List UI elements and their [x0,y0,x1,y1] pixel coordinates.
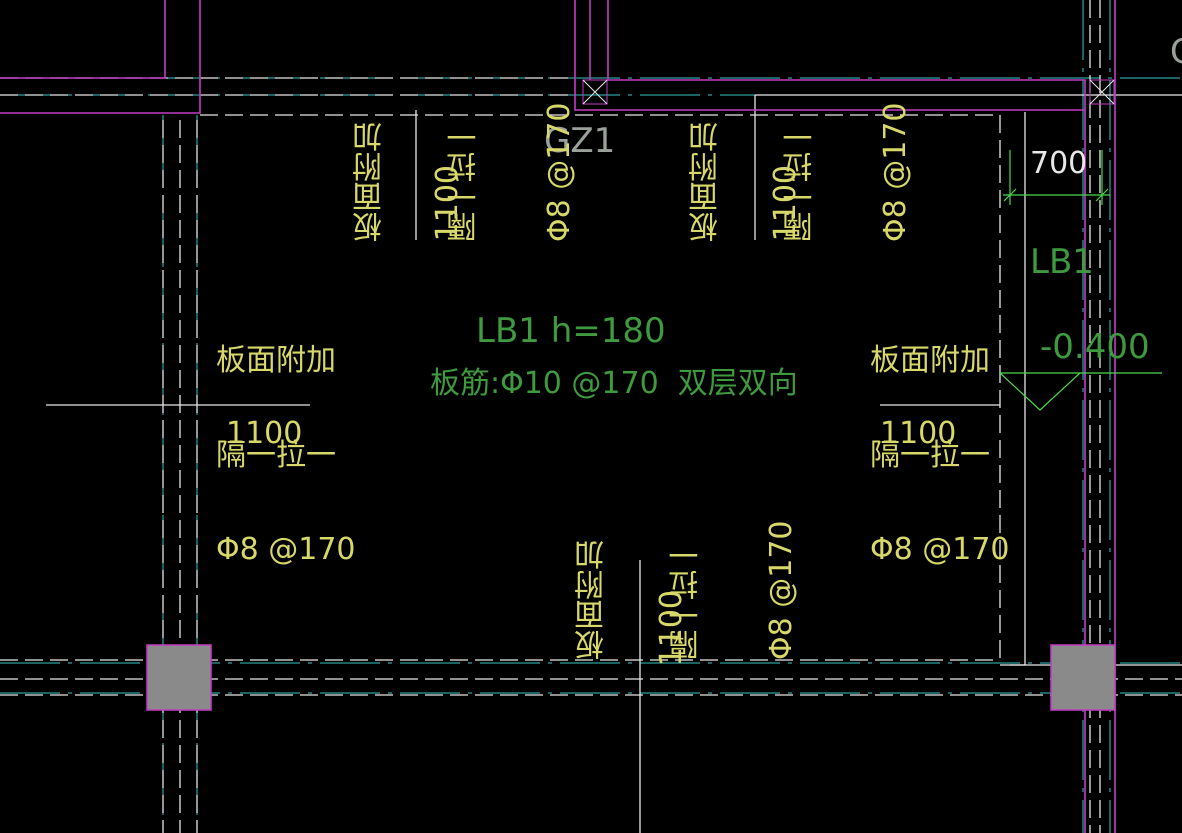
rebar-note-left-line1: 板面附加 [216,343,336,378]
rebar-length-left: 1100 [226,416,303,451]
lb1-small-label: LB1 [1030,242,1094,282]
rebar-length-top-left: 1100 [430,165,465,242]
rebar-note-bottom-line3: Φ8 @170 [764,520,799,661]
rebar-note-top-left-line3: Φ8 @170 [542,102,577,243]
slab-name-label[interactable]: LB1 h=180 [476,311,666,351]
rebar-note-left-line3: Φ8 @170 [216,532,356,567]
column-right[interactable] [1050,644,1116,711]
rebar-note-top-right-line1: 板面附加 [689,122,724,242]
rebar-note-right-line3: Φ8 @170 [870,532,1010,567]
dimension-700[interactable] [1003,150,1110,205]
rebar-note-bottom-line1: 板面附加 [575,540,610,660]
solid-white-lines [46,94,1182,833]
rebar-note-right[interactable]: 板面附加 隔一拉一 Φ8 @170 [870,282,1010,597]
slab-rebar-label[interactable]: 板筋:Φ10 @170 双层双向 [430,366,798,401]
rebar-length-bottom: 1100 [654,590,689,667]
rebar-note-left-line2: 隔一拉一 [216,437,336,473]
rebar-note-right-line2: 隔一拉一 [870,437,990,473]
rebar-length-top-right: 1100 [768,165,803,242]
column-left[interactable] [146,644,212,711]
elevation-label: -0.400 [1040,327,1150,367]
rebar-note-top-right-line3: Φ8 @170 [878,102,913,243]
gz1-label: GZ1 [544,121,616,161]
elevation-marker[interactable] [999,372,1162,411]
rebar-note-right-line1: 板面附加 [870,343,990,378]
rebar-length-right: 1100 [880,416,957,451]
rebar-note-top-left-line1: 板面附加 [353,122,388,242]
gz1-column-symbol [582,79,1115,105]
dimension-700-text: 700 [1030,146,1088,181]
rebar-note-left[interactable]: 板面附加 隔一拉一 Φ8 @170 [216,282,356,597]
grid-letter-c: C [1170,32,1182,72]
